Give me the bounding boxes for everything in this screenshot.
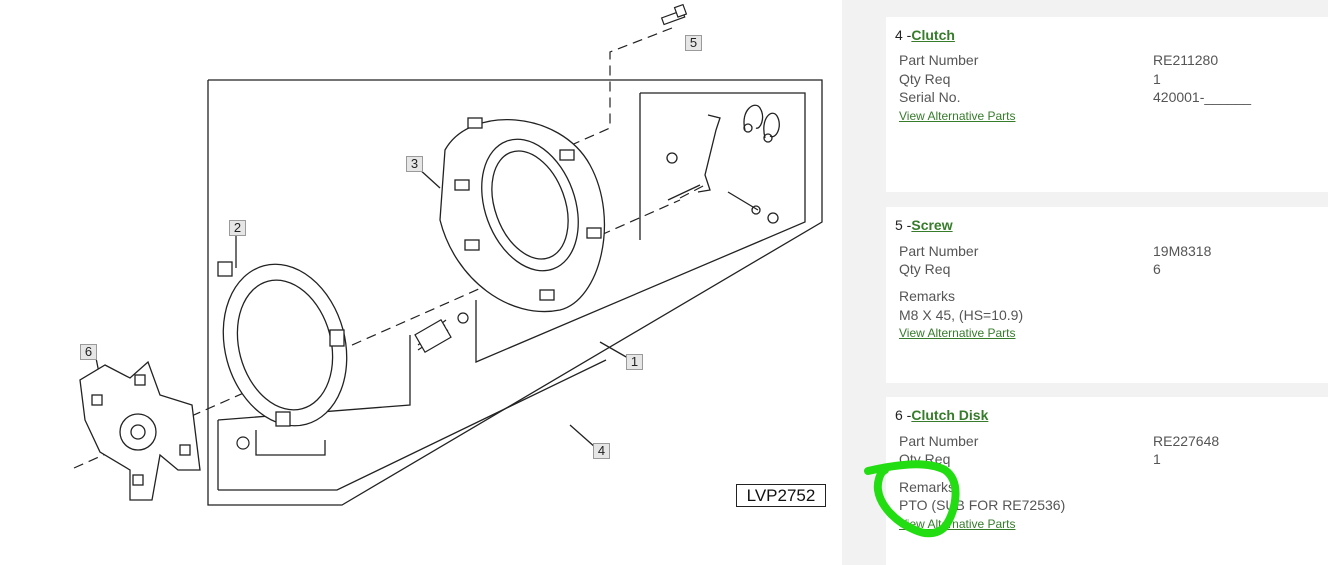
parts-list-panel: 4 -Clutch Part Number RE211280 Qty Req 1… [842,0,1328,565]
part-card-5: 5 -Screw Part Number 19M8318 Qty Req 6 R… [886,207,1328,383]
clutch-disk [79,360,201,501]
remarks-text: M8 X 45, (HS=10.9) [899,307,1024,323]
part-separator: - [902,27,912,43]
qty-req-value: 1 [1153,71,1161,87]
remarks-label: Remarks [899,479,956,495]
springs-bracket [218,359,607,491]
part-number-label: Part Number [899,433,979,449]
callout-6[interactable]: 6 [80,344,97,360]
part-index: 4 [895,27,903,43]
qty-req-value: 6 [1153,261,1161,277]
part-separator: - [902,407,912,423]
qty-req-value: 1 [1153,451,1161,467]
callout-1[interactable]: 1 [626,354,643,370]
remarks-label: Remarks [899,288,956,304]
spring-set [236,312,469,450]
callout-3[interactable]: 3 [406,156,423,172]
part-number-value: RE227648 [1153,433,1220,449]
part-title: 5 -Screw [895,217,953,233]
screw-guide-line [559,27,673,151]
part-title: 6 -Clutch Disk [895,407,988,423]
part-index: 5 [895,217,903,233]
inner-bracket [475,92,806,363]
exploded-parts-diagram[interactable]: 1 2 3 4 5 6 LVP2752 [0,0,842,565]
part-name-link[interactable]: Clutch [911,27,955,43]
part-title: 4 -Clutch [895,27,955,43]
part-index: 6 [895,407,903,423]
serial-no-label: Serial No. [899,89,961,105]
view-alternative-parts-link[interactable]: View Alternative Parts [899,326,1016,340]
pressure-plate [439,117,606,313]
drawing-id-label: LVP2752 [736,484,826,507]
release-linkage [666,104,780,224]
part-number-value: 19M8318 [1153,243,1212,259]
part-name-link[interactable]: Clutch Disk [911,407,989,423]
part-number-value: RE211280 [1153,52,1219,68]
callout-4[interactable]: 4 [593,443,610,459]
view-alternative-parts-link[interactable]: View Alternative Parts [899,517,1016,531]
view-alternative-parts-link[interactable]: View Alternative Parts [899,109,1016,123]
friction-ring [217,261,348,427]
qty-req-label: Qty Req [899,261,951,277]
screw-part [660,3,688,26]
callout-2[interactable]: 2 [229,220,246,236]
qty-req-label: Qty Req [899,71,951,87]
part-name-link[interactable]: Screw [911,217,953,233]
part-number-label: Part Number [899,243,979,259]
callout-5[interactable]: 5 [685,35,702,51]
part-card-6: 6 -Clutch Disk Part Number RE227648 Qty … [886,397,1328,565]
part-card-4: 4 -Clutch Part Number RE211280 Qty Req 1… [886,17,1328,192]
diagram-drawing [73,3,823,506]
part-number-label: Part Number [899,52,979,68]
assembly-outline [207,79,823,506]
serial-no-value: 420001-______ [1153,89,1252,105]
remarks-text: PTO (SUB FOR RE72536) [899,497,1066,513]
part-separator: - [902,217,912,233]
qty-req-label: Qty Req [899,451,951,467]
